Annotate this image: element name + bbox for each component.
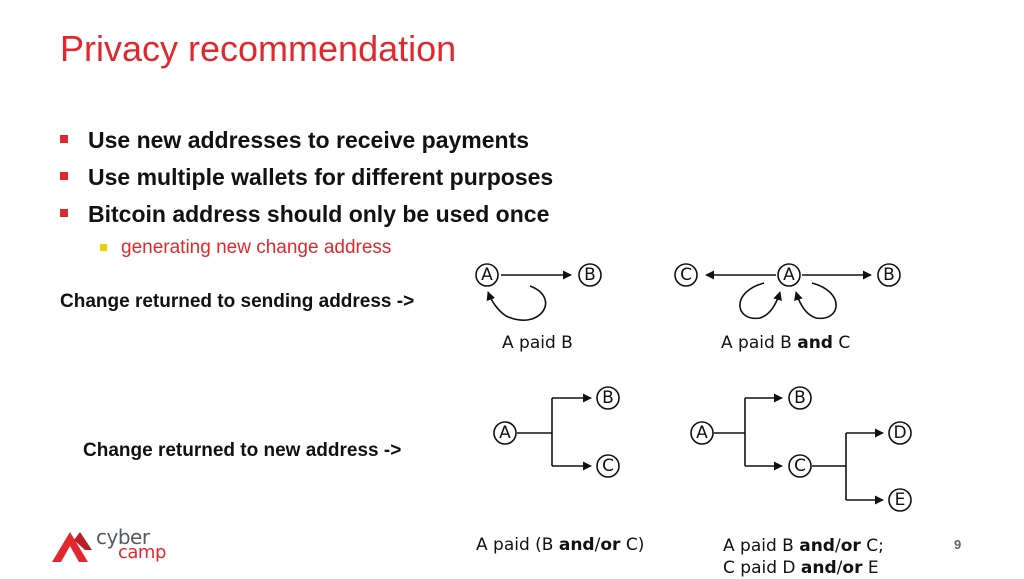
caption-bold: and [558, 535, 595, 555]
caption-text: C; [860, 536, 884, 556]
svg-text:B: B [794, 388, 806, 408]
node-d: D [888, 421, 912, 445]
sub-bullet-item: generating new change address [60, 236, 680, 260]
bullet-item: Use new addresses to receive payments [60, 125, 680, 162]
node-c: C [596, 454, 620, 478]
logo-word-cyber: cyber [96, 525, 150, 549]
square-bullet-icon [60, 135, 68, 143]
caption-bold: or [600, 535, 621, 555]
bullet-text: Use new addresses to receive payments [88, 127, 530, 153]
diagram-a-paid-b-and-c: C A B [674, 263, 901, 320]
label-change-sending-address: Change returned to sending address -> [60, 291, 415, 312]
bullet-item: Bitcoin address should only be used once [60, 199, 680, 236]
node-c: C [674, 263, 698, 287]
node-b: B [578, 263, 602, 287]
logo-word-camp: camp [118, 542, 166, 563]
caption-bold: or [840, 536, 861, 556]
svg-text:A: A [499, 423, 511, 443]
slide-title: Privacy recommendation [60, 28, 457, 69]
change-loop-arrow-right [794, 282, 837, 320]
caption-a-paid-b: A paid B [502, 333, 573, 353]
node-c: C [788, 454, 812, 478]
caption-text: / [594, 535, 601, 555]
node-b: B [877, 263, 901, 287]
svg-text:B: B [602, 388, 614, 408]
bullet-item: Use multiple wallets for different purpo… [60, 162, 680, 199]
bullet-text: Use multiple wallets for different purpo… [88, 164, 554, 190]
page-number: 9 [954, 537, 962, 552]
caption-text: A paid B [721, 333, 798, 353]
diagram-a-paid-b-or-c: A B C [493, 386, 620, 478]
square-bullet-icon [60, 209, 68, 217]
caption-bold: or [842, 558, 863, 578]
diagram-a-paid-b: A B [475, 263, 602, 321]
svg-text:A: A [481, 265, 493, 285]
svg-text:C: C [680, 265, 692, 285]
caption-text: E [862, 558, 879, 578]
square-sub-bullet-icon [100, 244, 107, 251]
bullet-list: Use new addresses to receive payments Us… [60, 125, 680, 260]
svg-text:C: C [602, 456, 614, 476]
sub-bullet-text: generating new change address [121, 237, 392, 258]
diagram-chained-payments: A B C D E [690, 386, 912, 512]
caption-text: C [832, 333, 851, 353]
cybercamp-logo: cyber camp [50, 525, 180, 564]
caption-bold: and [799, 536, 835, 556]
caption-text: C) [620, 535, 645, 555]
node-a: A [493, 421, 517, 445]
caption-text: A paid B [502, 333, 573, 353]
caption-bold: and [800, 558, 837, 578]
svg-text:A: A [696, 423, 708, 443]
svg-text:C: C [794, 456, 806, 476]
caption-text: C paid D [723, 558, 801, 578]
caption-text: / [834, 536, 841, 556]
caption-chained-payments: A paid B and/or C; C paid D and/or E [723, 535, 884, 579]
caption-bold: and [797, 333, 833, 353]
caption-line-1: A paid B and/or C; [723, 535, 884, 557]
svg-text:E: E [895, 490, 906, 510]
svg-text:A: A [783, 265, 795, 285]
node-b: B [596, 386, 620, 410]
caption-a-paid-b-and-c: A paid B and C [721, 333, 850, 353]
node-b: B [788, 386, 812, 410]
bullet-text: Bitcoin address should only be used once [88, 201, 550, 227]
svg-text:D: D [893, 423, 906, 443]
change-loop-arrow-left [739, 282, 782, 320]
node-e: E [888, 488, 912, 512]
svg-text:B: B [584, 265, 596, 285]
node-a: A [475, 263, 499, 287]
node-a: A [690, 421, 714, 445]
change-loop-arrow [486, 285, 547, 321]
mountain-logo-icon [52, 532, 92, 562]
caption-a-paid-b-or-c: A paid (B and/or C) [476, 535, 644, 555]
caption-line-2: C paid D and/or E [723, 557, 884, 579]
node-a: A [777, 263, 801, 287]
square-bullet-icon [60, 172, 68, 180]
caption-text: / [836, 558, 843, 578]
svg-text:B: B [883, 265, 895, 285]
caption-text: A paid B [723, 536, 800, 556]
label-change-new-address: Change returned to new address -> [83, 440, 402, 461]
caption-text: A paid (B [476, 535, 559, 555]
